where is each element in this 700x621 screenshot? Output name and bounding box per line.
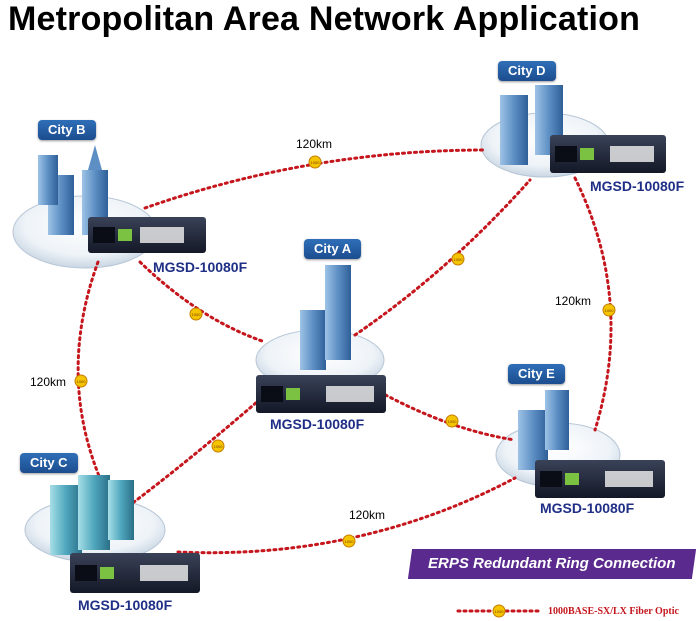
city-badge-c: City C: [20, 453, 78, 473]
city-badge-b: City B: [38, 120, 96, 140]
buildings-city-c: [50, 475, 134, 555]
svg-text:1000: 1000: [495, 609, 505, 614]
city-badge-d: City D: [498, 61, 556, 81]
link-a-d: [353, 178, 532, 337]
distance-label-d-e: 120km: [555, 294, 592, 308]
link-b-c: [76, 260, 107, 492]
fiber-badge: 1000: [451, 252, 465, 266]
buildings-city-d: [500, 85, 563, 165]
svg-text:1000: 1000: [605, 308, 615, 313]
distance-label-c-e: 120km: [349, 508, 386, 522]
switch-devices: [70, 135, 666, 593]
fiber-badges: 1000 1000 1000 1000 1000 1000 1000 1000: [74, 155, 616, 548]
fiber-badge: 1000: [211, 439, 225, 453]
switch-city-a: [256, 375, 386, 413]
switch-city-e: [535, 460, 665, 498]
fiber-badge: 1000: [602, 303, 616, 317]
device-label-city-d: MGSD-10080F: [590, 178, 685, 194]
buildings-city-a: [300, 265, 351, 370]
svg-text:1000: 1000: [345, 539, 355, 544]
svg-text:1000: 1000: [448, 419, 458, 424]
erps-banner: ERPS Redundant Ring Connection: [407, 549, 697, 579]
page-title: Metropolitan Area Network Application: [8, 0, 641, 38]
link-a-c: [128, 393, 267, 507]
svg-text:1000: 1000: [192, 312, 202, 317]
switch-city-c: [70, 553, 200, 593]
buildings-city-b: [38, 145, 108, 235]
legend-line: 1000: [456, 604, 542, 618]
city-badge-a: City A: [304, 239, 362, 259]
erps-banner-text: ERPS Redundant Ring Connection: [428, 555, 676, 572]
distance-label-b-c: 120km: [30, 375, 67, 389]
svg-text:1000: 1000: [214, 444, 224, 449]
device-label-city-e: MGSD-10080F: [540, 500, 635, 516]
fiber-badge: 1000: [342, 534, 356, 548]
link-a-e: [378, 390, 517, 442]
svg-text:1000: 1000: [454, 257, 464, 262]
fiber-badge: 1000: [445, 414, 459, 428]
link-d-e: [573, 176, 613, 432]
distance-label-b-d: 120km: [296, 137, 333, 151]
fiber-badge: 1000: [189, 307, 203, 321]
device-label-city-b: MGSD-10080F: [153, 259, 248, 275]
legend-label: 1000BASE-SX/LX Fiber Optic: [548, 606, 679, 617]
device-label-city-c: MGSD-10080F: [78, 597, 173, 613]
switch-city-b: [88, 217, 206, 253]
svg-text:1000: 1000: [77, 379, 87, 384]
fiber-badge: 1000: [74, 374, 88, 388]
switch-city-d: [550, 135, 666, 173]
fiber-badge: 1000: [308, 155, 322, 169]
svg-text:1000: 1000: [311, 160, 321, 165]
city-badge-e: City E: [508, 364, 565, 384]
device-label-city-a: MGSD-10080F: [270, 416, 365, 432]
